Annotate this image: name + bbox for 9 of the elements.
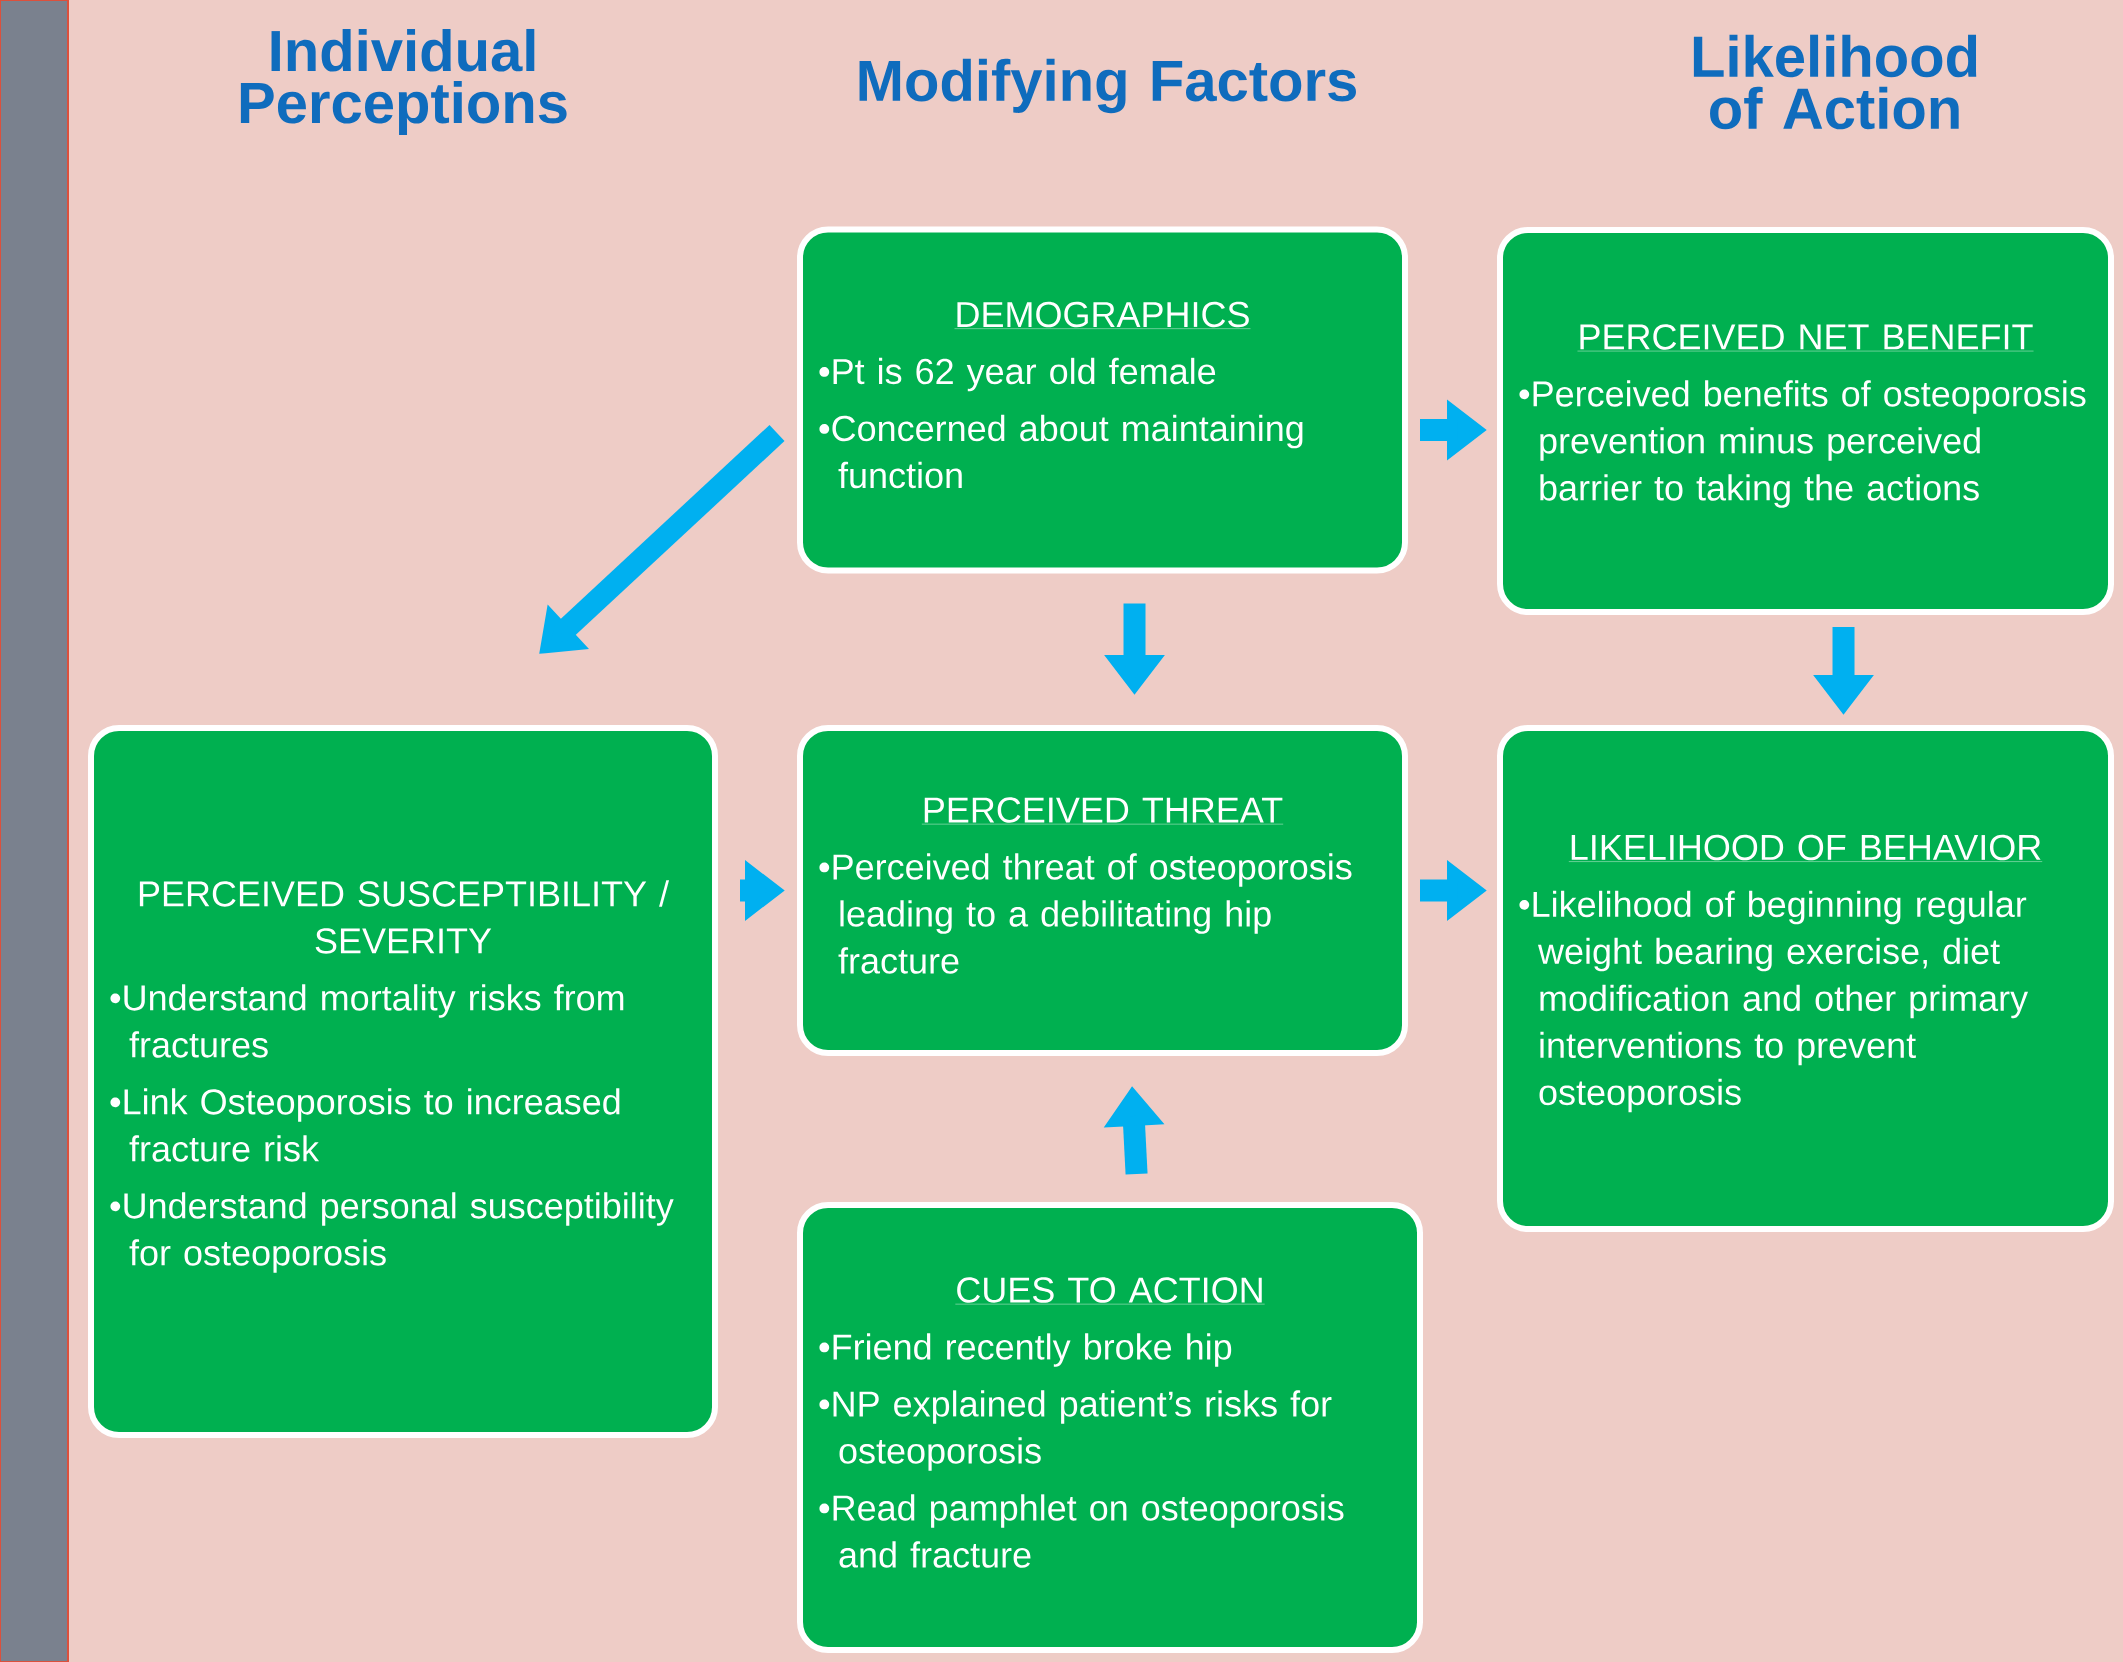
process-box: LIKELIHOOD OF BEHAVIOR •Likelihood of beginning regular weight bearing exercise, diet modification and other primary interventions to prevent osteoporosis — [1497, 725, 2114, 1232]
column-heading: Modifying Factors — [859, 58, 1356, 114]
column-heading: Individual Perceptions — [240, 28, 567, 135]
process-box: PERCEIVED SUSCEPTIBILITY / SEVERITY •Understand mortality risks from fractures •Link Osteoporosis to increased fracture risk •Understand personal susceptibility for osteoporosis — [88, 725, 718, 1438]
column-heading: Likelihood of Action — [1693, 34, 1977, 130]
process-box: PERCEIVED NET BENEFIT •Perceived benefits of osteoporosis prevention minus perceived barrier to taking the actions — [1497, 227, 2114, 615]
process-box: DEMOGRAPHICS •Pt is 62 year old female •Concerned about maintaining function — [797, 226, 1408, 574]
process-box: PERCEIVED THREAT •Perceived threat of osteoporosis leading to a debilitating hip fracture — [797, 725, 1408, 1056]
process-box: CUES TO ACTION •Friend recently broke hip •NP explained patient’s risks for osteoporosis •Read pamphlet on osteoporosis and fracture — [797, 1202, 1423, 1653]
